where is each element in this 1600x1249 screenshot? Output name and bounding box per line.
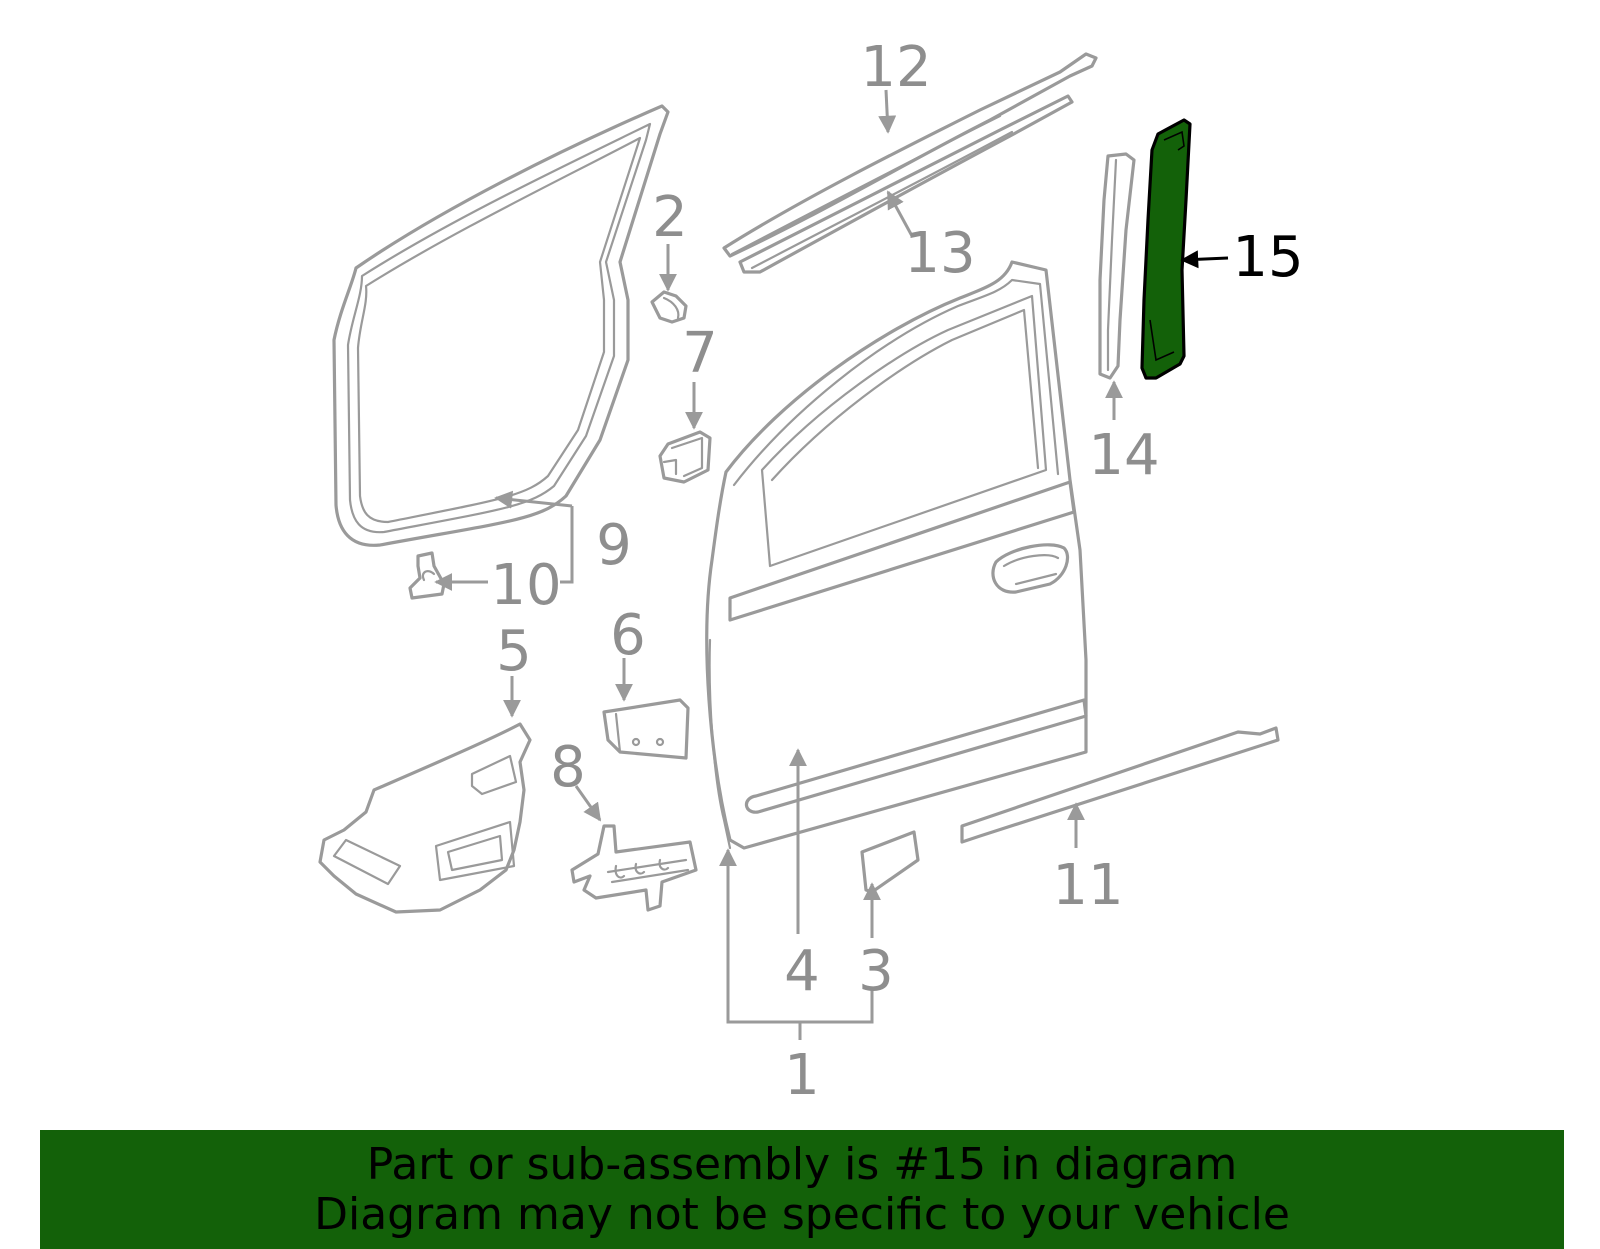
part-8-hinge [570,824,698,912]
callout-4: 4 [784,939,820,1004]
callout-3: 3 [858,939,894,1004]
callout-12: 12 [860,35,931,100]
part-4-door-shell [705,260,1088,850]
callout-2: 2 [652,185,688,250]
callout-14: 14 [1088,423,1159,488]
callout-8: 8 [550,735,586,800]
callout-labels: 12 13 14 15 2 7 9 10 5 6 8 11 4 3 1 [490,35,1303,1108]
banner-line-2: Diagram may not be specific to your vehi… [314,1189,1290,1240]
leader-8 [574,785,602,822]
banner-line-1: Part or sub-assembly is #15 in diagram [366,1139,1238,1190]
leader-9-bracket [560,506,574,584]
callout-1: 1 [784,1043,820,1108]
callout-11: 11 [1052,853,1123,918]
part-15-shape [1140,118,1192,380]
part-3-plate [860,830,920,894]
callout-9: 9 [596,513,632,578]
leader-12 [878,89,897,134]
callout-7: 7 [682,321,718,386]
part-6-mirror-base [602,698,690,760]
info-banner: Part or sub-assembly is #15 in diagram D… [40,1130,1564,1249]
callout-15: 15 [1232,225,1303,290]
part-7-bracket [658,430,712,484]
part-10-clip [408,551,446,600]
leader-15 [1180,250,1229,269]
part-12-channel [722,52,1098,258]
part-15-applique-highlighted [1140,118,1192,380]
leader-9 [494,490,573,509]
callout-10: 10 [490,553,561,618]
leader-lines [434,89,1229,1040]
part-5-trim-panel [318,722,532,914]
part-9-weatherstrip [332,104,670,547]
callout-13: 13 [904,221,975,286]
part-11-rocker-molding [960,726,1280,844]
callout-5: 5 [496,619,532,684]
callout-6: 6 [610,603,646,668]
part-13-molding [738,94,1074,274]
part-14-trim [1098,152,1136,380]
leader-13 [886,190,914,237]
part-2-plug [650,290,688,324]
